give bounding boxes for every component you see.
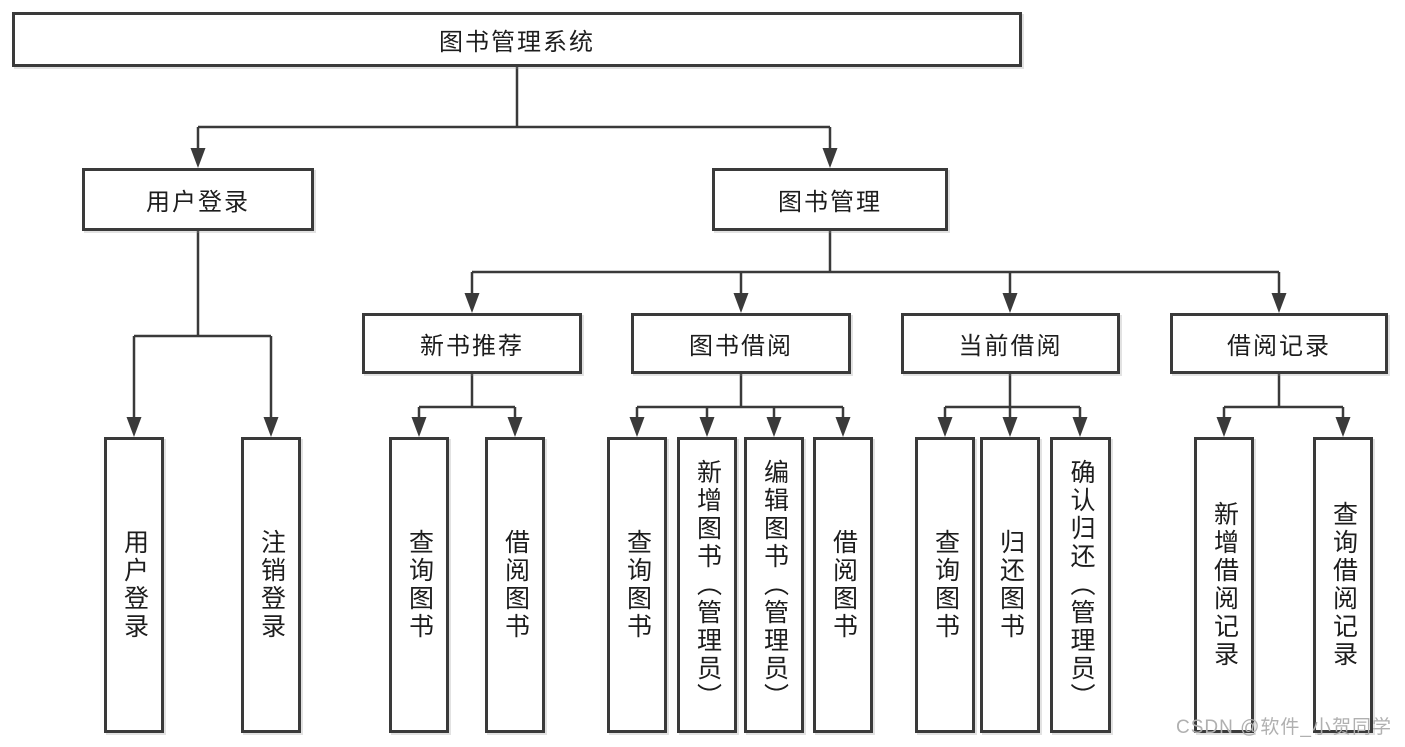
- node-borrow-books-recommend: 借阅图书: [485, 437, 545, 733]
- node-borrow-records: 借阅记录: [1170, 313, 1388, 374]
- node-book-borrow: 图书借阅: [631, 313, 851, 374]
- node-borrow-book: 借阅图书: [813, 437, 873, 733]
- watermark: CSDN @软件_小贺同学: [1176, 717, 1392, 738]
- node-return-book: 归还图书: [980, 437, 1040, 733]
- node-edit-book-admin: 编辑图书（管理员）: [744, 437, 804, 733]
- node-user-login-action: 用户登录: [104, 437, 164, 733]
- node-user-login: 用户登录: [82, 168, 314, 231]
- node-add-book-admin: 新增图书（管理员）: [677, 437, 737, 733]
- node-library-system: 图书管理系统: [12, 12, 1022, 67]
- node-logout: 注销登录: [241, 437, 301, 733]
- node-current-borrow: 当前借阅: [901, 313, 1120, 374]
- node-query-books-current: 查询图书: [915, 437, 975, 733]
- node-add-borrow-record: 新增借阅记录: [1194, 437, 1254, 733]
- node-book-management: 图书管理: [712, 168, 948, 231]
- node-query-borrow-record: 查询借阅记录: [1313, 437, 1373, 733]
- node-confirm-return-admin: 确认归还（管理员）: [1050, 437, 1111, 733]
- node-query-books-recommend: 查询图书: [389, 437, 449, 733]
- node-query-books-borrow: 查询图书: [607, 437, 667, 733]
- node-new-book-recommend: 新书推荐: [362, 313, 582, 374]
